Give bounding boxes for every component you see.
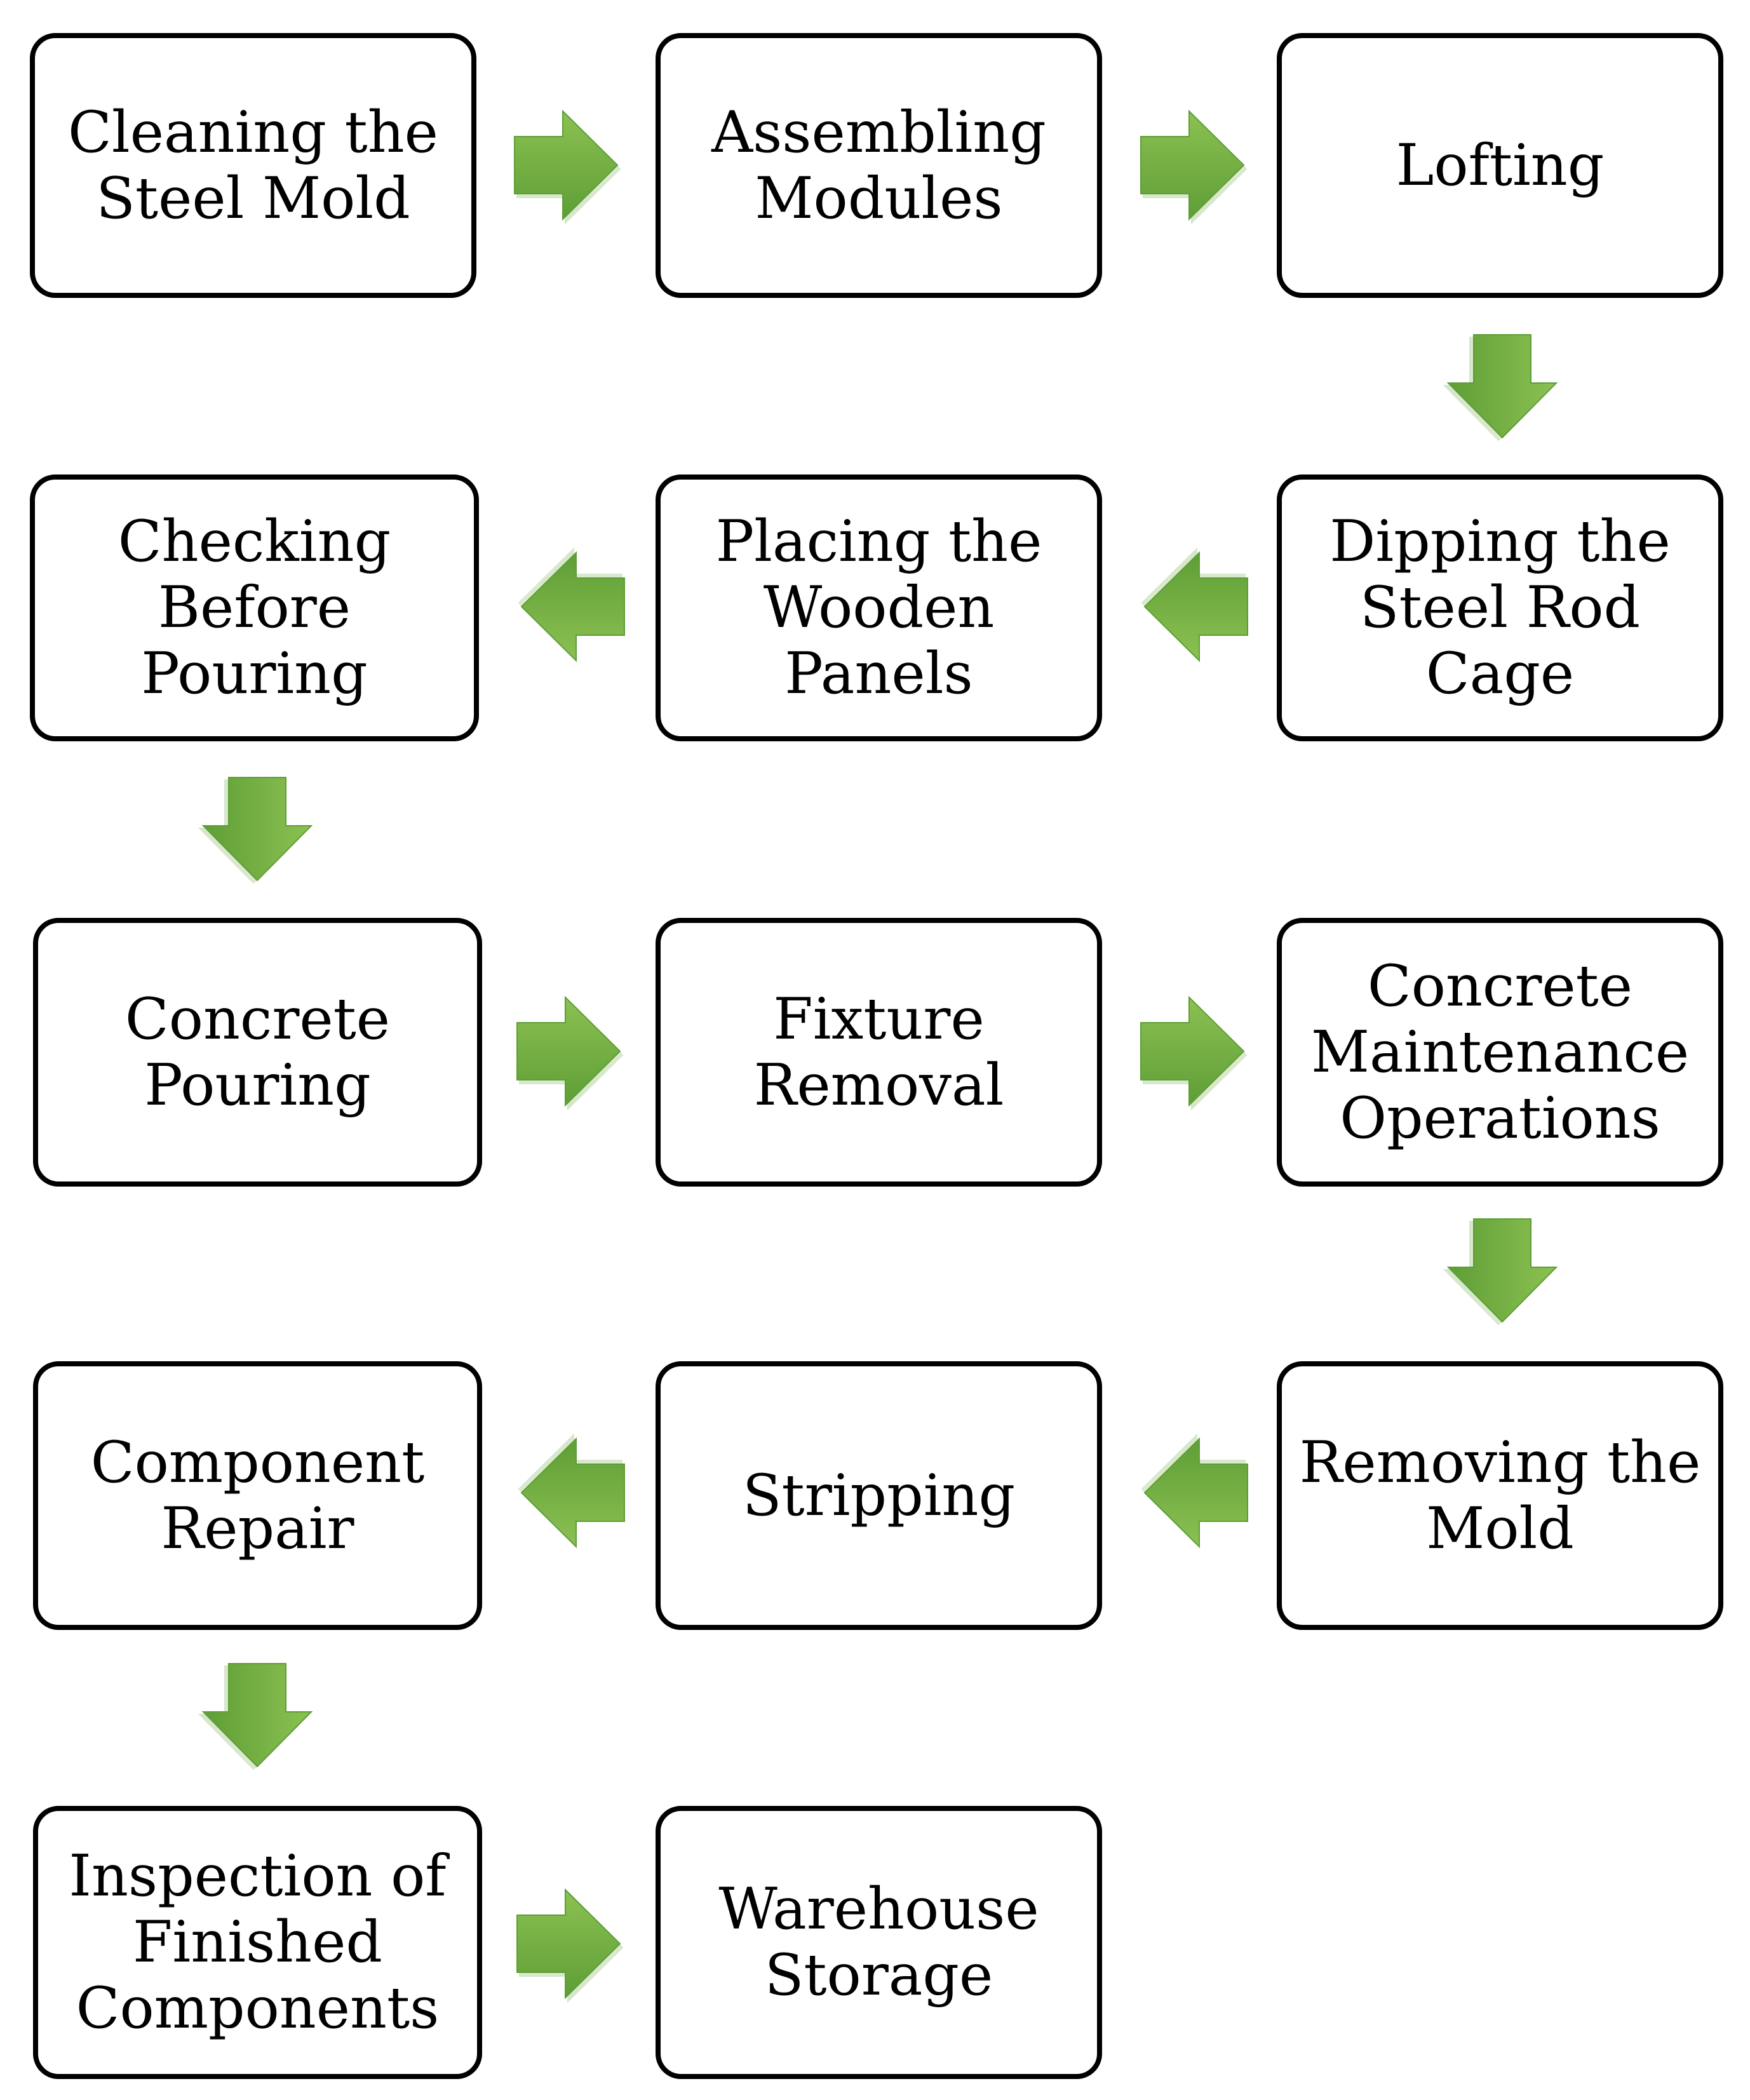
step-stripping: Stripping (656, 1361, 1102, 1630)
step-placing-wooden-panels: Placing the Wooden Panels (656, 475, 1102, 741)
step-label: Warehouse Storage (718, 1876, 1039, 2009)
step-fixture-removal: Fixture Removal (656, 918, 1102, 1187)
step-label: Stripping (742, 1462, 1016, 1529)
arrow-left-icon (513, 1432, 633, 1553)
step-concrete-maintenance-operations: Concrete Maintenance Operations (1277, 918, 1723, 1187)
arrow-left-icon (513, 546, 633, 667)
step-checking-before-pouring: Checking Before Pouring (30, 475, 479, 741)
step-label: Fixture Removal (753, 985, 1004, 1119)
step-label: Dipping the Steel Rod Cage (1329, 508, 1671, 707)
step-concrete-pouring: Concrete Pouring (33, 918, 482, 1187)
arrow-down-icon (1442, 326, 1563, 447)
arrow-down-icon (197, 769, 318, 889)
step-inspection-finished-components: Inspection of Finished Components (33, 1806, 482, 2079)
step-label: Component Repair (90, 1429, 425, 1562)
step-label: Lofting (1396, 131, 1605, 199)
arrow-right-icon (506, 105, 626, 225)
arrow-right-icon (1132, 105, 1253, 225)
step-label: Concrete Maintenance Operations (1310, 952, 1690, 1152)
arrow-left-icon (1136, 1432, 1256, 1553)
step-warehouse-storage: Warehouse Storage (656, 1806, 1102, 2079)
step-label: Removing the Mold (1299, 1429, 1701, 1562)
step-label: Assembling Modules (711, 98, 1046, 232)
step-dipping-steel-rod-cage: Dipping the Steel Rod Cage (1277, 475, 1723, 741)
step-label: Concrete Pouring (125, 985, 391, 1119)
arrow-down-icon (1442, 1210, 1563, 1331)
step-removing-the-mold: Removing the Mold (1277, 1361, 1723, 1630)
arrow-down-icon (197, 1655, 318, 1775)
step-label: Placing the Wooden Panels (715, 508, 1042, 707)
step-label: Checking Before Pouring (118, 508, 391, 707)
step-label: Cleaning the Steel Mold (68, 98, 438, 232)
arrow-left-icon (1136, 546, 1256, 667)
step-assembling-modules: Assembling Modules (656, 33, 1102, 298)
step-lofting: Lofting (1277, 33, 1723, 298)
step-cleaning-steel-mold: Cleaning the Steel Mold (30, 33, 476, 298)
arrow-right-icon (508, 991, 629, 1112)
step-component-repair: Component Repair (33, 1361, 482, 1630)
step-label: Inspection of Finished Components (69, 1843, 447, 2042)
arrow-right-icon (508, 1883, 629, 2004)
arrow-right-icon (1132, 991, 1253, 1112)
